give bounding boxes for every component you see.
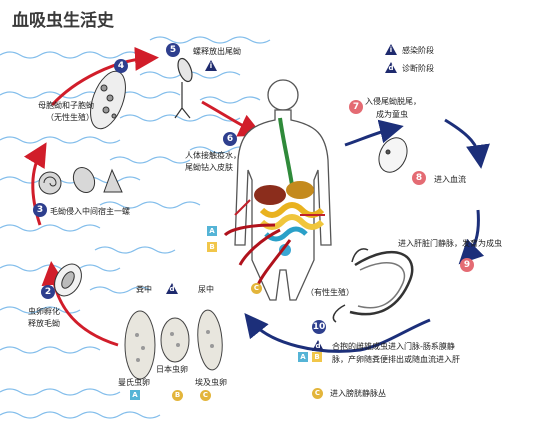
step-7-text-2: 成为童虫 — [376, 110, 408, 119]
page-title: 血吸虫生活史 — [12, 11, 114, 31]
schistosomula-icon — [378, 137, 408, 173]
organs-icon — [234, 117, 325, 256]
step-8-text: 进入血流 — [434, 175, 466, 184]
human-body-icon — [234, 79, 332, 301]
step-10-text-2: 脉，产卵随粪便排出或随血流进入肝 — [332, 355, 460, 364]
step-6-number: 6 — [223, 132, 237, 146]
infective-stage-label: 感染阶段 — [402, 46, 434, 55]
mansoni-label: 曼氏虫卵 — [118, 378, 150, 387]
step-5-infective-symbol: i — [209, 62, 213, 70]
step-7-number: 7 — [349, 100, 363, 114]
egg-icon — [124, 309, 223, 380]
step-10-diagnostic-icon — [312, 340, 324, 351]
route-a-square-body: A — [207, 226, 217, 236]
step-2-number: 2 — [41, 285, 55, 299]
step-4-text-1: 母胞蚴和子胞蚴 — [38, 101, 94, 110]
step-9-number: 9 — [460, 258, 474, 272]
cercaria-icon — [174, 57, 193, 119]
step-5-number: 5 — [166, 43, 180, 57]
route-c-circle-body: C — [251, 283, 262, 294]
step-6-text-2: 尾蚴钻入皮肤 — [185, 163, 233, 172]
urine-label: 尿中 — [198, 285, 214, 294]
infective-stage-icon — [385, 44, 397, 55]
step-5-infective-icon — [205, 60, 217, 71]
adult-worm-icon — [332, 248, 414, 323]
japonicum-label: 日本虫卵 — [156, 365, 188, 374]
excretion-lines — [223, 223, 292, 286]
blue-cycle-arrows — [244, 118, 490, 353]
haematobium-label: 埃及虫卵 — [195, 378, 227, 387]
step-6-text-1: 人体接触疫水， — [185, 151, 241, 160]
route-b-square: B — [312, 352, 322, 362]
step-10-diagnostic-symbol: d — [315, 342, 321, 350]
bladder-label: 进入膀胱静脉丛 — [330, 389, 386, 398]
step-3-text: 毛蚴侵入中间宿主一螺 — [50, 207, 130, 216]
snail-icon — [38, 166, 123, 195]
step-2-text-1: 虫卵孵化 — [28, 307, 60, 316]
eggs-diagnostic-symbol: d — [169, 285, 175, 293]
step-3-number: 3 — [33, 203, 47, 217]
step-7-text-1: 入侵尾蚴脱尾， — [365, 97, 421, 106]
diagnostic-stage-icon — [385, 62, 397, 73]
diagnostic-stage-symbol: d — [388, 64, 394, 72]
diagnostic-stage-label: 诊断阶段 — [402, 64, 434, 73]
miracidium-icon — [54, 263, 82, 297]
step-5-text: 螺释放出尾蚴 — [193, 47, 241, 56]
infective-stage-symbol: i — [389, 46, 393, 54]
haematobium-c-circle: C — [200, 390, 211, 401]
route-a-square: A — [298, 352, 308, 362]
step-4-number: 4 — [114, 59, 128, 73]
stool-label: 粪中 — [136, 285, 152, 294]
step-10-number: 10 — [312, 320, 326, 334]
step-8-number: 8 — [412, 171, 426, 185]
step-10-text-1: 合抱的雌雄成虫进入门脉-肠系膜静 — [332, 342, 455, 351]
step-4-text-2: （无性生殖） — [46, 113, 94, 122]
route-b-square-body: B — [207, 242, 217, 252]
japonicum-b-circle: B — [172, 390, 183, 401]
step-2-text-2: 释放毛蚴 — [28, 319, 60, 328]
sexual-reproduction-label: （有性生殖） — [306, 288, 354, 297]
eggs-diagnostic-icon — [166, 283, 178, 294]
step-9-text: 进入肝脏门静脉，发育为成虫 — [398, 239, 502, 248]
mansoni-a-square: A — [130, 390, 140, 400]
route-c-circle: C — [312, 388, 323, 399]
